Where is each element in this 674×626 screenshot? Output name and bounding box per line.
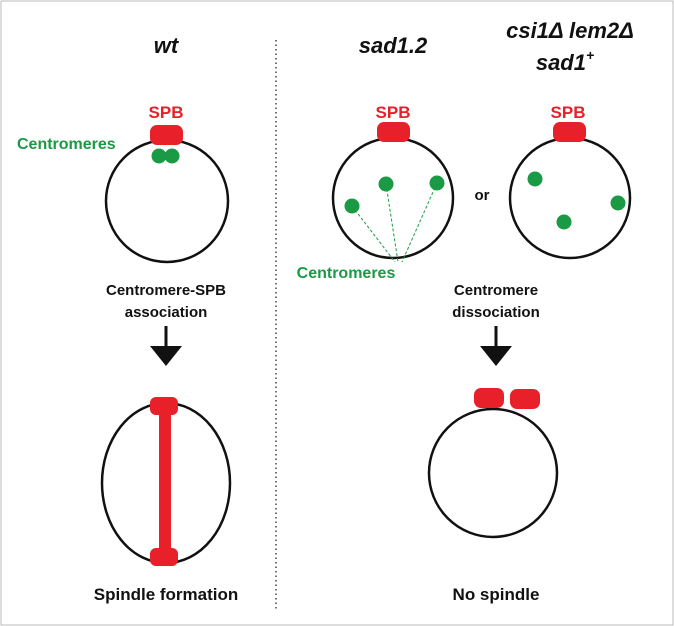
process-label-mutant-line2: dissociation [452, 304, 540, 321]
outcome-mutant: No spindle [453, 585, 540, 604]
arrow-head-wt [150, 346, 182, 366]
centromeres-label-sad1-2: Centromeres [297, 265, 396, 282]
spb-csi1-lem2 [553, 122, 586, 142]
centromere-dot [378, 176, 394, 192]
nucleus-no-spindle [427, 407, 559, 539]
genotype-csi1-lem2-line2: sad1+ [536, 47, 594, 75]
process-label-mutant-line1: Centromere [454, 282, 538, 299]
spb-sad1-2 [377, 122, 410, 142]
process-label-wt-line2: association [125, 304, 208, 321]
genotype-sad1: sad1 [536, 50, 586, 75]
centromere-dot [610, 195, 626, 211]
genotype-superscript: + [586, 47, 594, 63]
outcome-wt: Spindle formation [94, 585, 239, 604]
nucleus-csi1-lem2 [508, 136, 632, 260]
spb-bottom [150, 548, 178, 566]
centromeres-label-wt: Centromeres [17, 136, 116, 153]
centromere-dot [527, 171, 543, 187]
centromere-dot [429, 175, 445, 191]
centromere-dot [164, 148, 180, 164]
centromere-dot [151, 148, 167, 164]
arrow-head-mutant [480, 346, 512, 366]
centromere-dot [344, 198, 360, 214]
genotype-wt: wt [154, 33, 180, 58]
or-label: or [475, 187, 490, 204]
spb-label-wt: SPB [149, 103, 184, 122]
spb-separated-right [510, 389, 540, 409]
spb-top [150, 397, 178, 415]
spb-label-csi1-lem2: SPB [551, 103, 586, 122]
genotype-csi1-lem2-line1: csi1Δ lem2Δ [506, 18, 634, 43]
spindle [159, 408, 171, 558]
spb-wt [150, 125, 183, 145]
spb-separated-left [474, 388, 504, 408]
spb-label-sad1-2: SPB [376, 103, 411, 122]
process-label-wt-line1: Centromere-SPB [106, 282, 226, 299]
centromere-tether [401, 182, 438, 263]
genotype-sad1-2: sad1.2 [359, 33, 428, 58]
centromere-tether [385, 183, 399, 263]
nucleus-sad1-2 [331, 136, 455, 260]
centromere-dot [556, 214, 572, 230]
centromere-tether [351, 205, 396, 263]
